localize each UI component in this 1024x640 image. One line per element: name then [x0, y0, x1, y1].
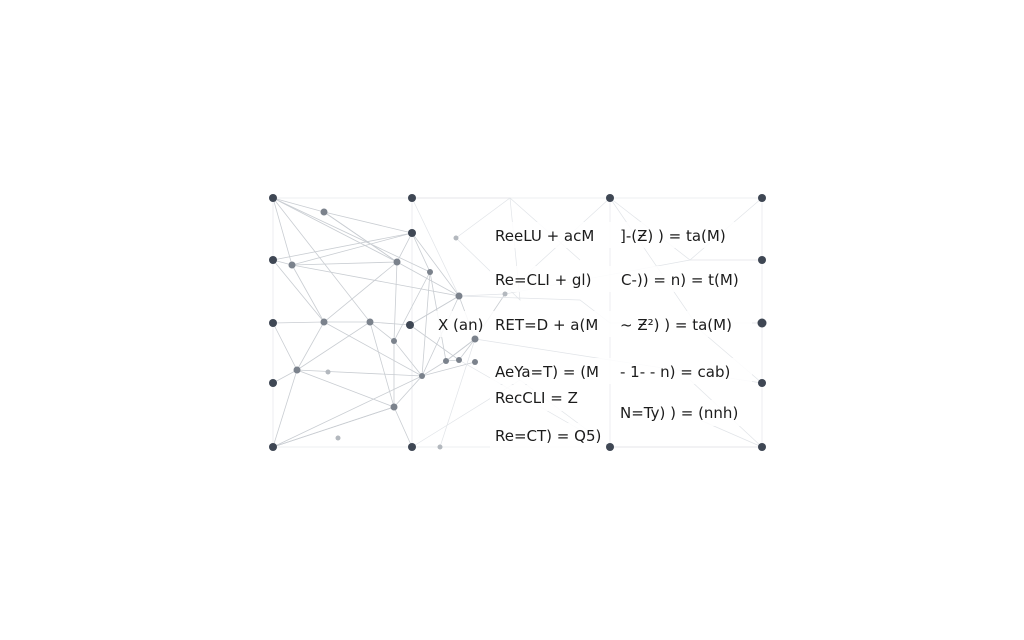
formula-backgrounds: [434, 222, 752, 449]
formula-row6-left: Re=CT) = Q5): [495, 427, 601, 445]
formula-row3-left: RET=D + a(M: [495, 316, 598, 334]
node: [406, 321, 414, 329]
node: [288, 261, 296, 269]
node: [393, 258, 401, 266]
node: [437, 444, 443, 450]
node: [427, 269, 433, 275]
node: [453, 235, 459, 241]
formula-row5-left: RecCLI = Z: [495, 389, 578, 407]
node: [455, 292, 463, 300]
node: [443, 358, 449, 364]
node: [502, 291, 508, 297]
node: [269, 443, 277, 451]
node: [408, 194, 416, 202]
node: [606, 443, 614, 451]
node: [758, 443, 766, 451]
node: [757, 318, 767, 328]
formula-row3-right: ~ Ƶ²) ) = ta(M): [620, 316, 732, 334]
formula-row2-left: Re=CLI + gl): [495, 271, 591, 289]
formula-row1-right: ]-(Ƶ) ) = ta(M): [620, 227, 726, 245]
node: [390, 403, 398, 411]
formula-row3-prefix: X (an): [438, 316, 483, 334]
node: [293, 366, 301, 374]
node: [269, 319, 277, 327]
node: [408, 229, 416, 237]
node: [320, 208, 328, 216]
node: [456, 357, 462, 363]
node: [758, 194, 766, 202]
node: [366, 318, 374, 326]
node: [269, 379, 277, 387]
node: [419, 373, 425, 379]
node: [471, 335, 479, 343]
node: [391, 338, 397, 344]
node: [472, 359, 478, 365]
node: [335, 435, 341, 441]
formula-row4-left: AeYa=T) = (M: [495, 363, 599, 381]
node: [320, 318, 328, 326]
node: [269, 194, 277, 202]
node: [408, 443, 416, 451]
node: [758, 256, 766, 264]
node: [606, 194, 614, 202]
formula-row2-right: C-)) = n) = t(M): [621, 271, 739, 289]
formula-row4-right: - 1- - n) = cab): [620, 363, 730, 381]
formula-row1-left: ReeLU + acM: [495, 227, 594, 245]
formula-labels: ReeLU + acM ]-(Ƶ) ) = ta(M) Re=CLI + gl)…: [438, 227, 739, 445]
node: [269, 256, 277, 264]
formula-row6-right: N=Ty) ) = (nnh): [620, 404, 738, 422]
node: [325, 369, 331, 375]
network-nodes: [269, 194, 767, 451]
node: [758, 379, 766, 387]
